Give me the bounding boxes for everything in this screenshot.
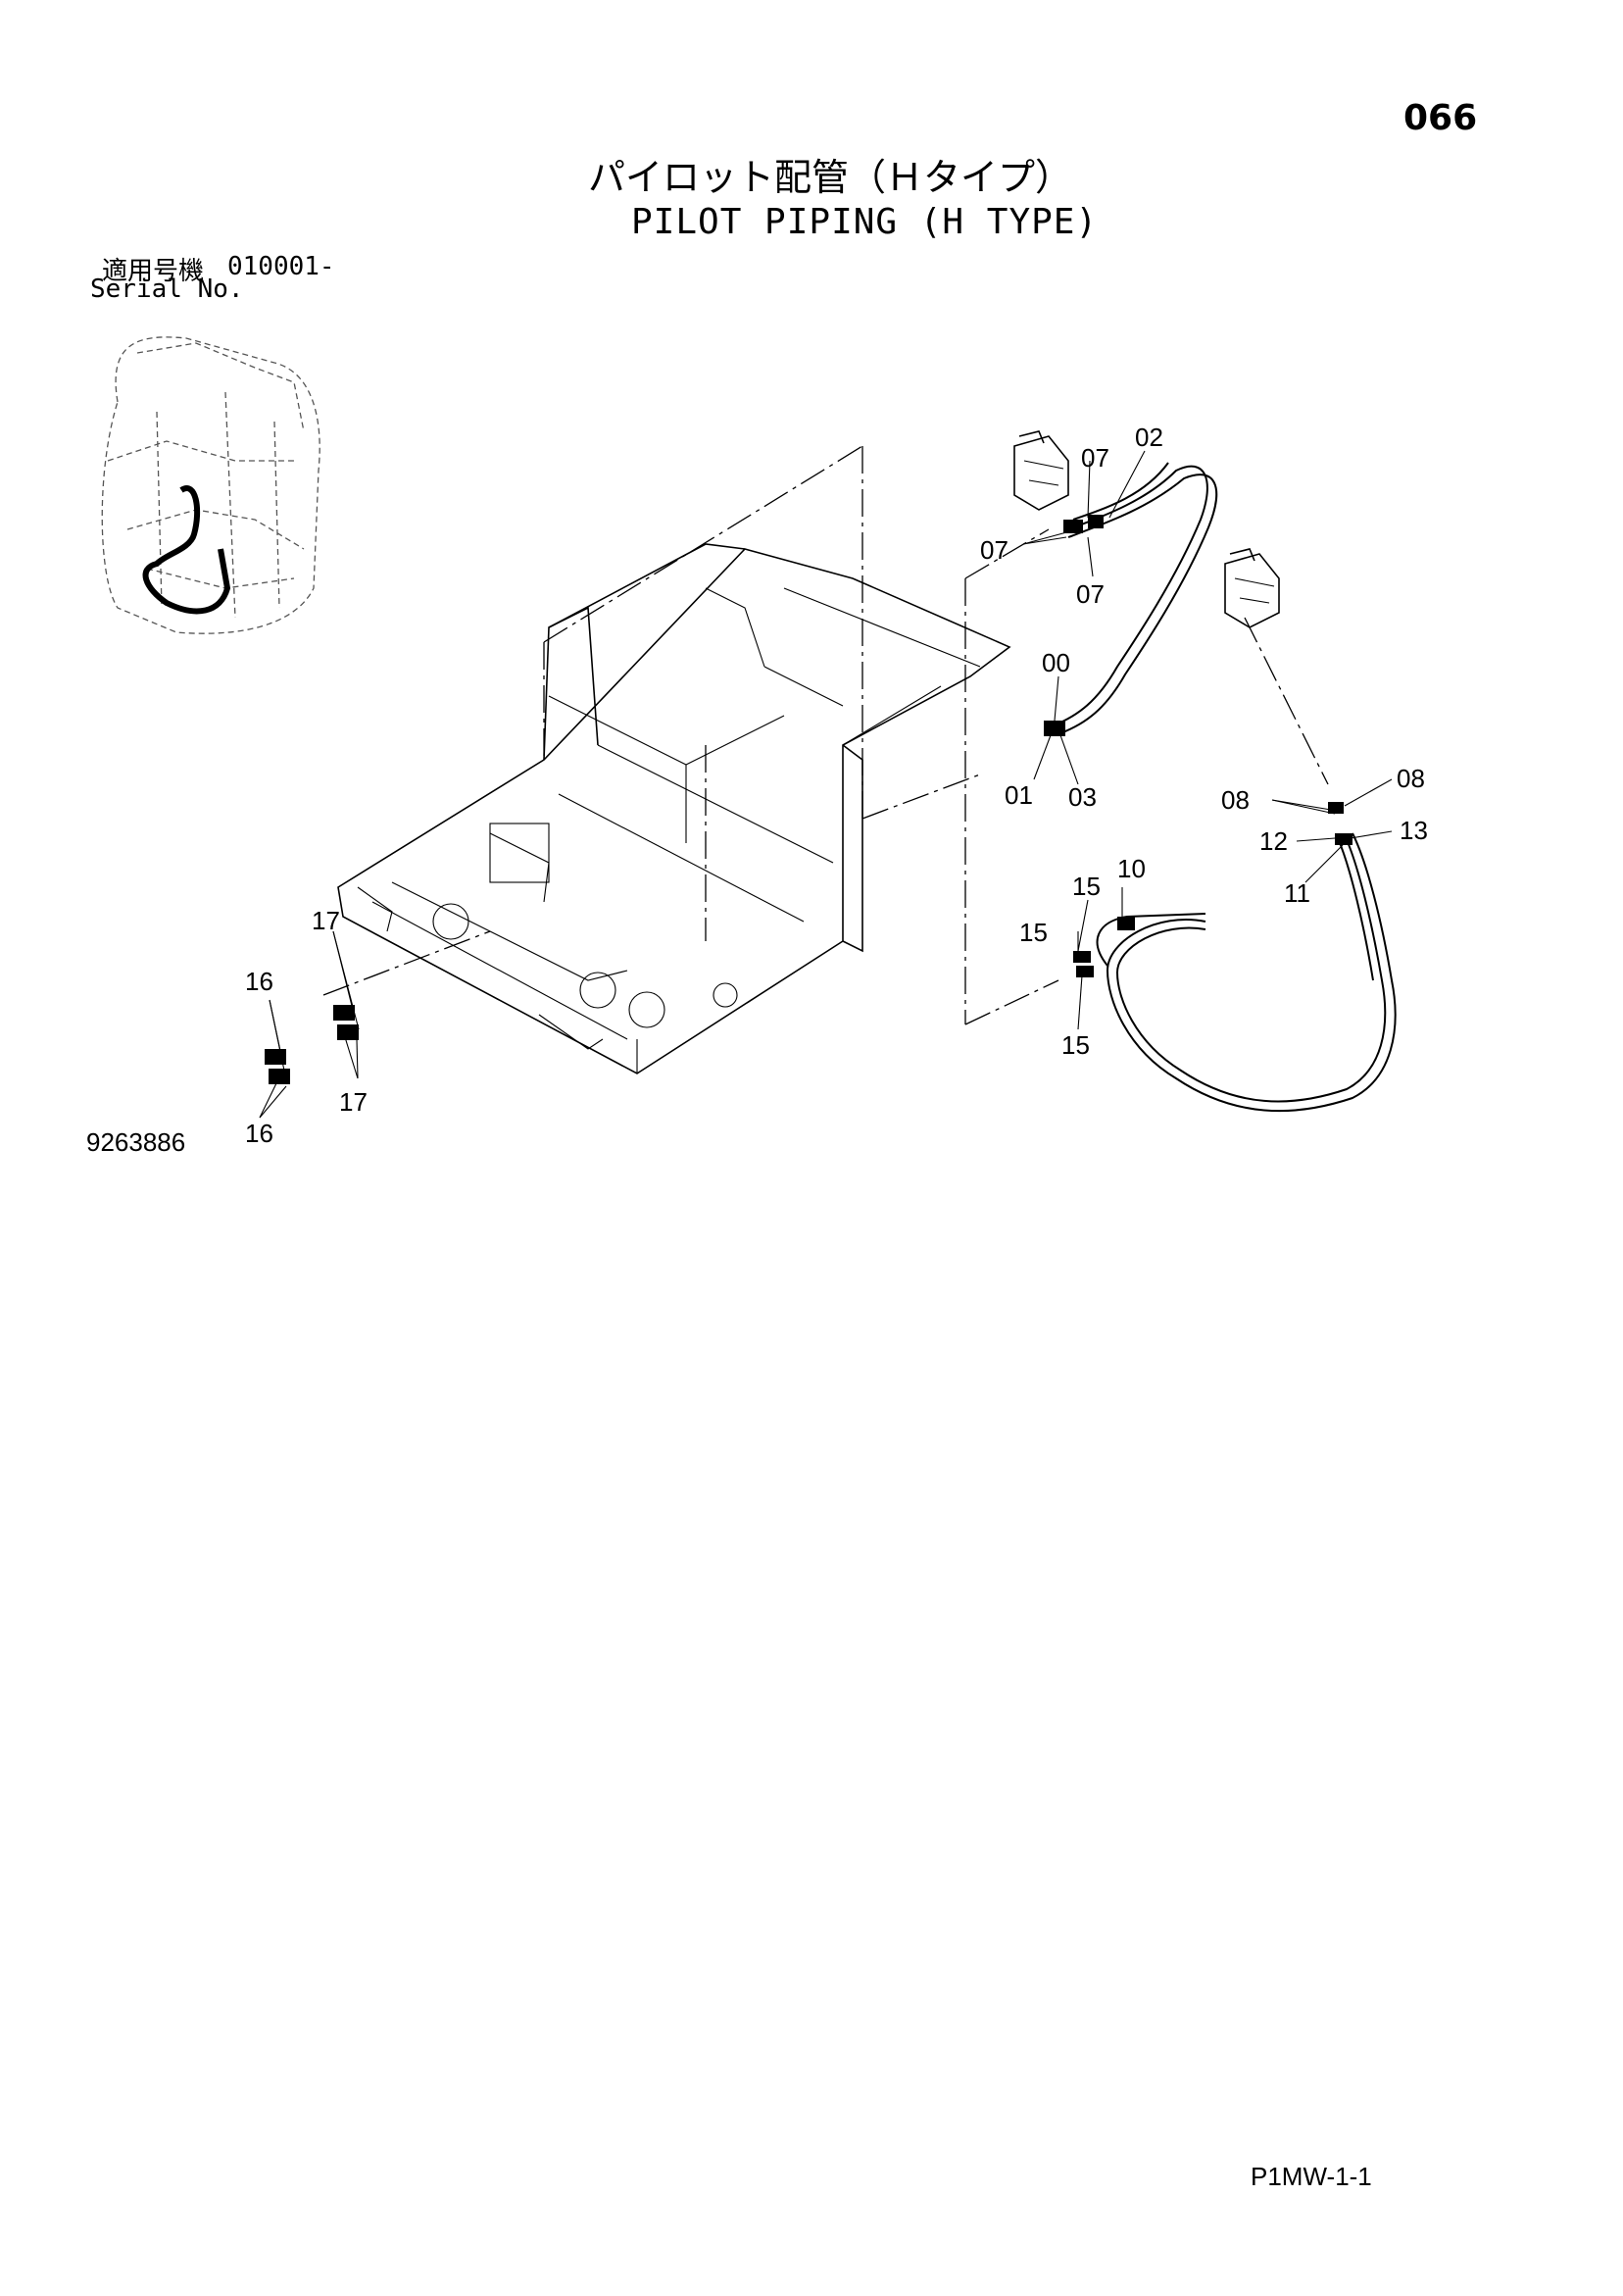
callout-15: 15 <box>1061 1030 1090 1060</box>
callout-17: 17 <box>312 906 340 935</box>
serial-label-english: Serial No. <box>90 275 244 304</box>
machine-location-thumbnail <box>101 336 320 634</box>
page-title-english: PILOT PIPING (H TYPE) <box>631 202 1099 242</box>
callout-01: 01 <box>1005 780 1033 810</box>
callout-11: 11 <box>1284 878 1310 908</box>
serial-label-japanese: 適用号機 <box>102 257 205 286</box>
callout-16: 16 <box>245 1119 273 1148</box>
phantom-lines <box>322 445 1329 1025</box>
pilot-valve-drawing <box>1013 430 1280 628</box>
callout-16: 16 <box>245 967 273 996</box>
callout-17: 17 <box>339 1087 368 1117</box>
callout-02: 02 <box>1135 423 1163 452</box>
hose-drawing <box>265 462 1397 1113</box>
callout-08: 08 <box>1221 785 1250 815</box>
callout-07: 07 <box>980 535 1008 565</box>
callout-15: 15 <box>1019 918 1048 947</box>
page-title-japanese: パイロット配管（Ｈタイプ） <box>588 156 1073 199</box>
callout-08: 08 <box>1397 764 1425 793</box>
page-number: 066 <box>1403 98 1478 138</box>
footer-code: P1MW-1-1 <box>1251 2162 1372 2191</box>
callout-labels: 02 07 07 07 00 01 03 08 08 12 13 11 10 1… <box>245 423 1428 1148</box>
callout-13: 13 <box>1400 816 1428 845</box>
callout-12: 12 <box>1259 826 1288 856</box>
callout-03: 03 <box>1068 782 1097 812</box>
cab-floor-frame-drawing <box>337 543 1011 1074</box>
callout-10: 10 <box>1117 854 1146 883</box>
callout-00: 00 <box>1042 648 1070 677</box>
serial-value: 010001- <box>227 252 335 281</box>
leader-lines <box>259 450 1393 1119</box>
callout-07: 07 <box>1076 579 1105 609</box>
drawing-number: 9263886 <box>86 1127 186 1157</box>
callout-15: 15 <box>1072 872 1101 901</box>
callout-07: 07 <box>1081 443 1109 473</box>
